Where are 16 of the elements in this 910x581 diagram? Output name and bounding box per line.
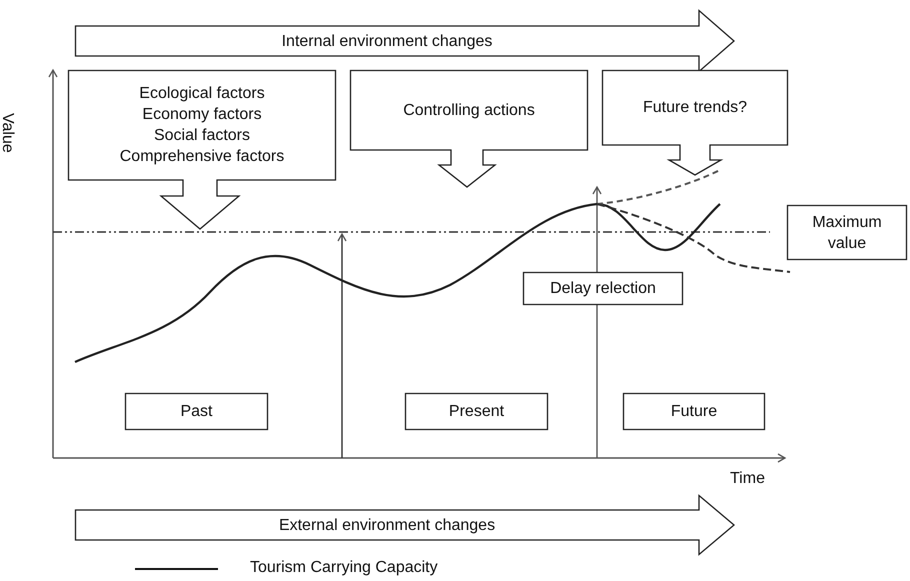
- legend-label: Tourism Carrying Capacity: [250, 559, 438, 577]
- box-label: Present: [448, 402, 504, 422]
- callout-text: Economy factors: [142, 105, 262, 125]
- arrow-label: External environment changes: [278, 516, 496, 536]
- callout-text: Future trends?: [642, 98, 748, 118]
- box-label: Past: [180, 402, 212, 422]
- box-label: Maximum value: [811, 212, 883, 254]
- callout-text: Comprehensive factors: [120, 147, 284, 167]
- box-label: Delay relection: [550, 279, 656, 299]
- callout-text: Ecological factors: [139, 84, 265, 104]
- callout-text: Controlling actions: [403, 100, 535, 120]
- axis-title: Value: [0, 113, 16, 153]
- axis-title: Time: [730, 470, 765, 488]
- box-label: Future: [670, 402, 718, 422]
- arrow-label: Internal environment changes: [282, 32, 492, 52]
- callout-text: Social factors: [154, 126, 250, 146]
